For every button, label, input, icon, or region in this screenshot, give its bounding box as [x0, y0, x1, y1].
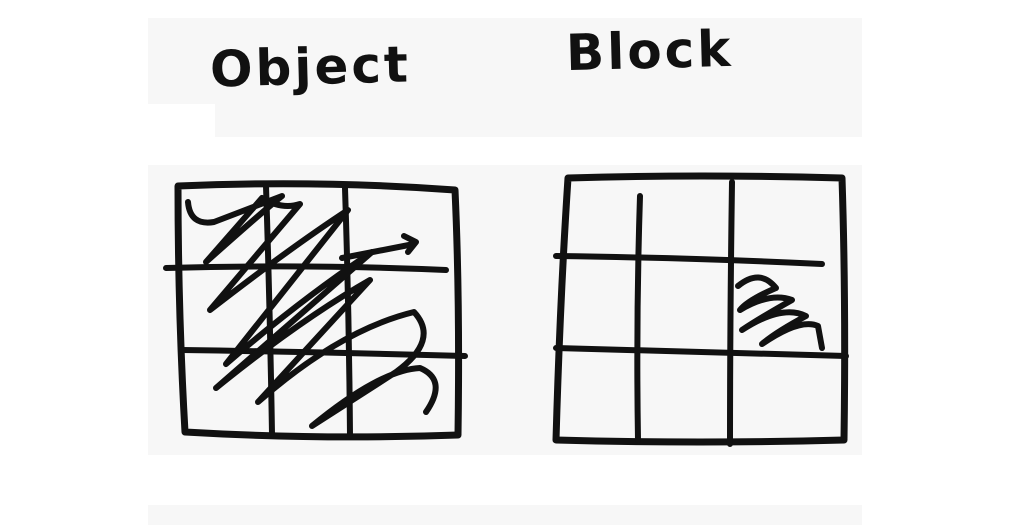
block-grid-vline-2: [727, 179, 735, 447]
block-grid-hline-1: [553, 253, 825, 267]
block-grid-hline-2: [553, 345, 849, 359]
header-band-lower: [215, 95, 862, 137]
object-scribble-tail: [339, 233, 419, 261]
block-scribble-cell: [735, 274, 825, 351]
block-grid-vline-1: [634, 193, 643, 443]
object-grid-hline-1: [163, 263, 449, 273]
object-scribble: [185, 193, 439, 429]
block-grid-border: [552, 172, 849, 446]
object-grid-border: [174, 180, 463, 441]
block-grid: [552, 172, 849, 447]
object-grid: [163, 180, 468, 441]
footer-band: [148, 505, 862, 525]
header-band: [148, 18, 862, 104]
